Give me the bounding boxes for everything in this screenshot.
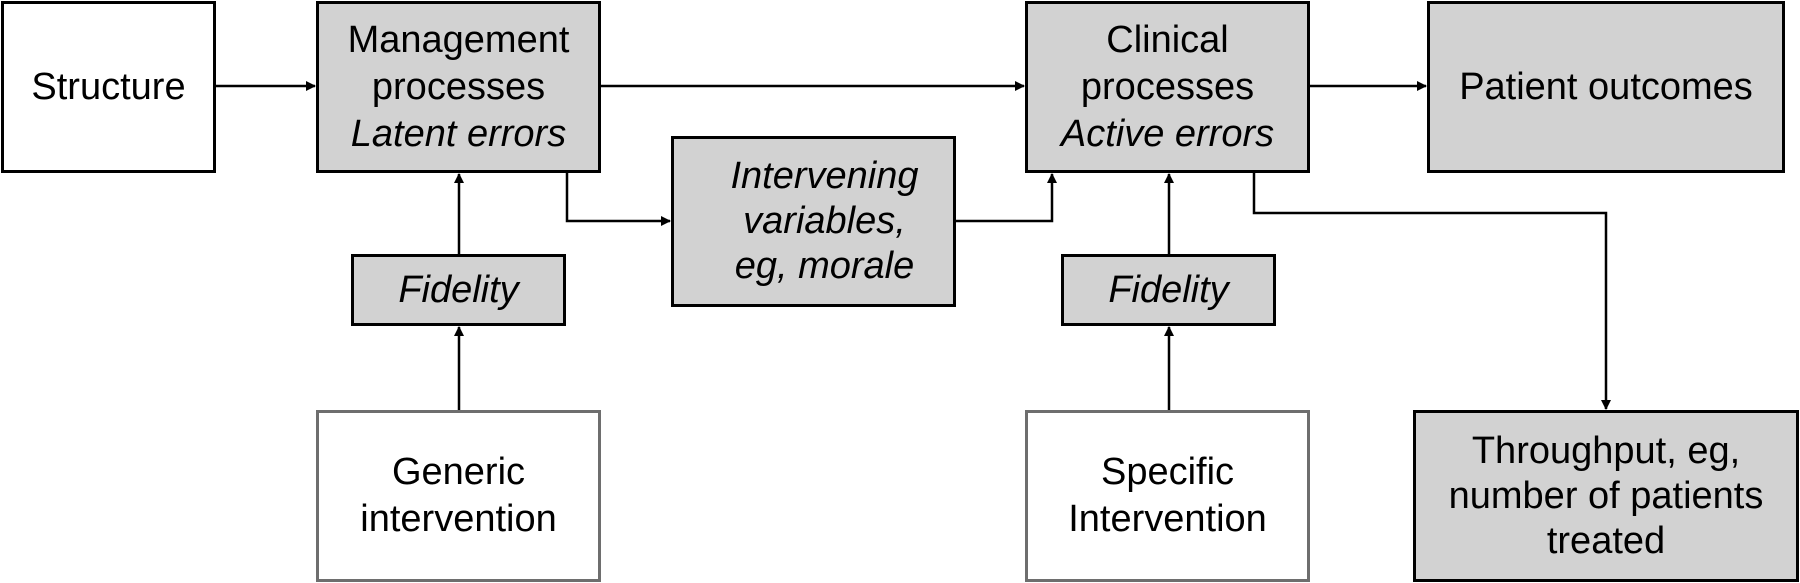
fidelity-right-box: Fidelity [1061, 254, 1276, 326]
generic-intervention-box: Generic intervention [316, 410, 601, 582]
clinical-line1: Clinical [1106, 18, 1229, 61]
throughput-box: Throughput, eg, number of patients treat… [1413, 410, 1799, 582]
management-processes-box: Management processes Latent errors [316, 1, 601, 173]
arrow-clinical-to-throughput [1252, 173, 1611, 410]
intervening-line1: Intervening [730, 155, 919, 197]
generic-line2: intervention [360, 498, 557, 540]
specific-line1: Specific [1100, 451, 1235, 493]
structure-box: Structure [1, 1, 216, 173]
fidelity-left-label: Fidelity [398, 268, 519, 311]
arrow-intervening-to-clinical [956, 173, 1057, 223]
fidelity-right-label: Fidelity [1108, 268, 1229, 311]
specific-intervention-box: Specific Intervention [1025, 410, 1310, 582]
intervening-line3: eg, morale [734, 245, 915, 287]
structure-label: Structure [31, 65, 186, 108]
throughput-line2: number of patients [1448, 474, 1764, 517]
generic-line1: Generic [391, 451, 526, 493]
patient-outcomes-box: Patient outcomes [1427, 1, 1785, 173]
specific-line2: Intervention [1068, 498, 1267, 540]
throughput-line3: treated [1546, 519, 1666, 562]
intervening-variables-box: Intervening variables, eg, morale [671, 136, 956, 307]
clinical-active-errors: Active errors [1060, 112, 1275, 155]
intervening-line2: variables, [743, 200, 906, 242]
patient-outcomes-label: Patient outcomes [1459, 65, 1753, 108]
clinical-processes-box: Clinical processes Active errors [1025, 1, 1310, 173]
management-line2: processes [371, 65, 546, 108]
management-line1: Management [347, 18, 570, 61]
throughput-line1: Throughput, eg, [1471, 429, 1741, 472]
arrow-management-to-intervening [565, 173, 671, 226]
fidelity-left-box: Fidelity [351, 254, 566, 326]
management-latent-errors: Latent errors [350, 112, 567, 155]
clinical-line2: processes [1080, 65, 1255, 108]
